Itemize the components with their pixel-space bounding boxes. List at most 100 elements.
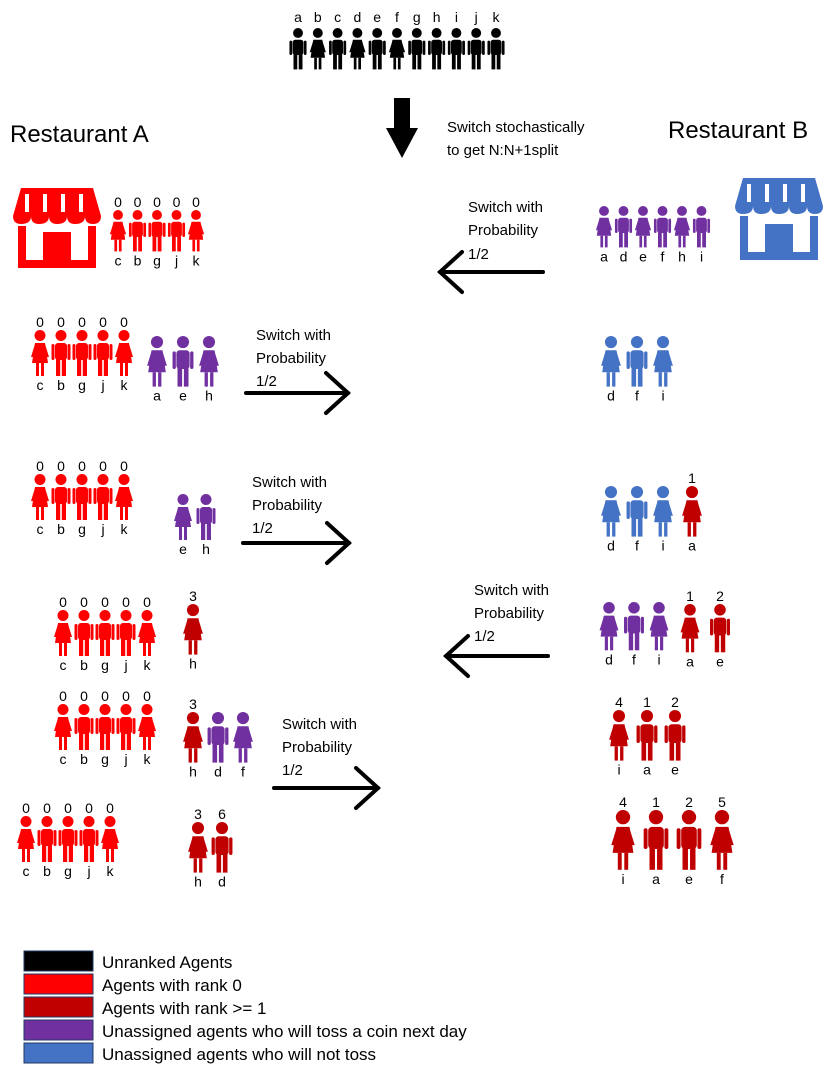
agent-rank: 2 bbox=[685, 794, 693, 810]
agent-letter: k bbox=[144, 657, 152, 673]
arrow-right-3 bbox=[241, 521, 352, 565]
agent-f: f bbox=[233, 712, 253, 780]
agent-f: f bbox=[626, 336, 648, 404]
agent-group-r3b: h3 bbox=[183, 588, 203, 672]
agent-i: i4 bbox=[611, 794, 635, 887]
svg-text:Probability: Probability bbox=[282, 739, 353, 756]
store-icon-restaurant-a bbox=[13, 188, 101, 268]
legend-swatch-unranked bbox=[23, 950, 94, 972]
agent-h: h bbox=[196, 494, 216, 557]
agent-letter: g bbox=[413, 9, 421, 25]
agent-d: d bbox=[614, 206, 633, 264]
agent-letter: b bbox=[134, 252, 142, 268]
agent-c: c bbox=[329, 9, 347, 70]
agent-letter: k bbox=[121, 521, 129, 537]
agent-c: c0 bbox=[54, 594, 72, 673]
top-note-line2: to get N:N+1split bbox=[447, 142, 559, 159]
agent-rank: 0 bbox=[80, 594, 88, 610]
agent-h: h3 bbox=[188, 806, 208, 890]
agent-f: f bbox=[653, 206, 672, 264]
agent-rank: 3 bbox=[189, 696, 197, 712]
agent-letter: i bbox=[661, 538, 664, 554]
agent-rank: 0 bbox=[120, 314, 128, 330]
agent-letter: h bbox=[189, 656, 197, 672]
agent-d: d6 bbox=[211, 806, 233, 890]
agent-letter: e bbox=[639, 248, 647, 264]
agent-a: a bbox=[289, 9, 307, 70]
agent-a: a1 bbox=[682, 470, 702, 554]
agent-rank: 0 bbox=[36, 314, 44, 330]
switch-note-4: Switch with Probability 1/2 bbox=[474, 582, 549, 645]
agent-i: i bbox=[653, 486, 673, 554]
agent-j: j0 bbox=[79, 800, 99, 879]
svg-text:Switch with: Switch with bbox=[252, 474, 327, 491]
agent-letter: e bbox=[685, 871, 693, 887]
agent-letter: d bbox=[354, 9, 362, 25]
agent-letter: g bbox=[101, 751, 109, 767]
svg-text:Switch with: Switch with bbox=[468, 199, 543, 216]
agent-f: f bbox=[626, 486, 648, 554]
agent-letter: g bbox=[78, 521, 86, 537]
agent-letter: c bbox=[60, 751, 67, 767]
agent-g: g0 bbox=[58, 800, 78, 879]
agent-a: a1 bbox=[680, 588, 700, 669]
agent-rank: 0 bbox=[80, 688, 88, 704]
agent-letter: h bbox=[205, 388, 213, 404]
agent-letter: f bbox=[635, 388, 639, 404]
agent-c: c0 bbox=[17, 800, 35, 879]
legend-swatch-rank1plus bbox=[23, 996, 94, 1018]
agent-rank: 0 bbox=[59, 688, 67, 704]
agent-letter: c bbox=[37, 377, 44, 393]
agent-f: f5 bbox=[710, 794, 734, 887]
agent-rank: 0 bbox=[78, 458, 86, 474]
agent-rank: 4 bbox=[619, 794, 627, 810]
agent-group-r4b: h3 bbox=[183, 696, 203, 780]
agent-letter: h bbox=[194, 874, 202, 890]
legend-swatch-toss bbox=[23, 1019, 94, 1041]
agent-rank: 0 bbox=[143, 688, 151, 704]
agent-letter: a bbox=[652, 871, 660, 887]
agent-e: e2 bbox=[664, 694, 686, 778]
legend-label-rank0: Agents with rank 0 bbox=[102, 976, 242, 995]
agent-letter: j bbox=[174, 252, 178, 268]
agent-rank: 0 bbox=[106, 800, 114, 816]
svg-text:1/2: 1/2 bbox=[256, 373, 277, 390]
agent-a: a1 bbox=[636, 694, 658, 778]
agent-rank: 0 bbox=[101, 688, 109, 704]
agent-rank: 0 bbox=[64, 800, 72, 816]
legend-label-notoss: Unassigned agents who will not toss bbox=[102, 1045, 376, 1064]
agent-letter: j bbox=[123, 751, 127, 767]
agent-rank: 0 bbox=[22, 800, 30, 816]
restaurant-b-title: Restaurant B bbox=[668, 117, 808, 144]
agent-letter: f bbox=[632, 651, 636, 667]
agent-j: j0 bbox=[116, 688, 136, 767]
agent-b: b0 bbox=[51, 314, 71, 393]
svg-text:1/2: 1/2 bbox=[282, 762, 303, 779]
agent-rank: 0 bbox=[85, 800, 93, 816]
agent-letter: c bbox=[115, 252, 122, 268]
agent-j: j0 bbox=[167, 194, 186, 268]
top-note-line1: Switch stochastically bbox=[447, 119, 585, 136]
arrow-left-4 bbox=[443, 634, 550, 678]
agent-g: g0 bbox=[148, 194, 166, 268]
svg-text:Switch with: Switch with bbox=[282, 716, 357, 733]
agent-letter: h bbox=[433, 9, 441, 25]
agent-letter: g bbox=[78, 377, 86, 393]
switch-note-2: Switch with Probability 1/2 bbox=[256, 327, 331, 390]
agent-e: e bbox=[174, 494, 192, 557]
agent-letter: e bbox=[671, 762, 679, 778]
agent-letter: d bbox=[214, 764, 222, 780]
agent-i: i bbox=[692, 206, 711, 264]
agent-letter: b bbox=[314, 9, 322, 25]
agent-letter: a bbox=[686, 653, 694, 669]
agent-c: c0 bbox=[54, 688, 72, 767]
agent-rank: 0 bbox=[153, 194, 161, 210]
agent-k: k0 bbox=[138, 594, 156, 673]
agent-h: h bbox=[673, 206, 691, 264]
